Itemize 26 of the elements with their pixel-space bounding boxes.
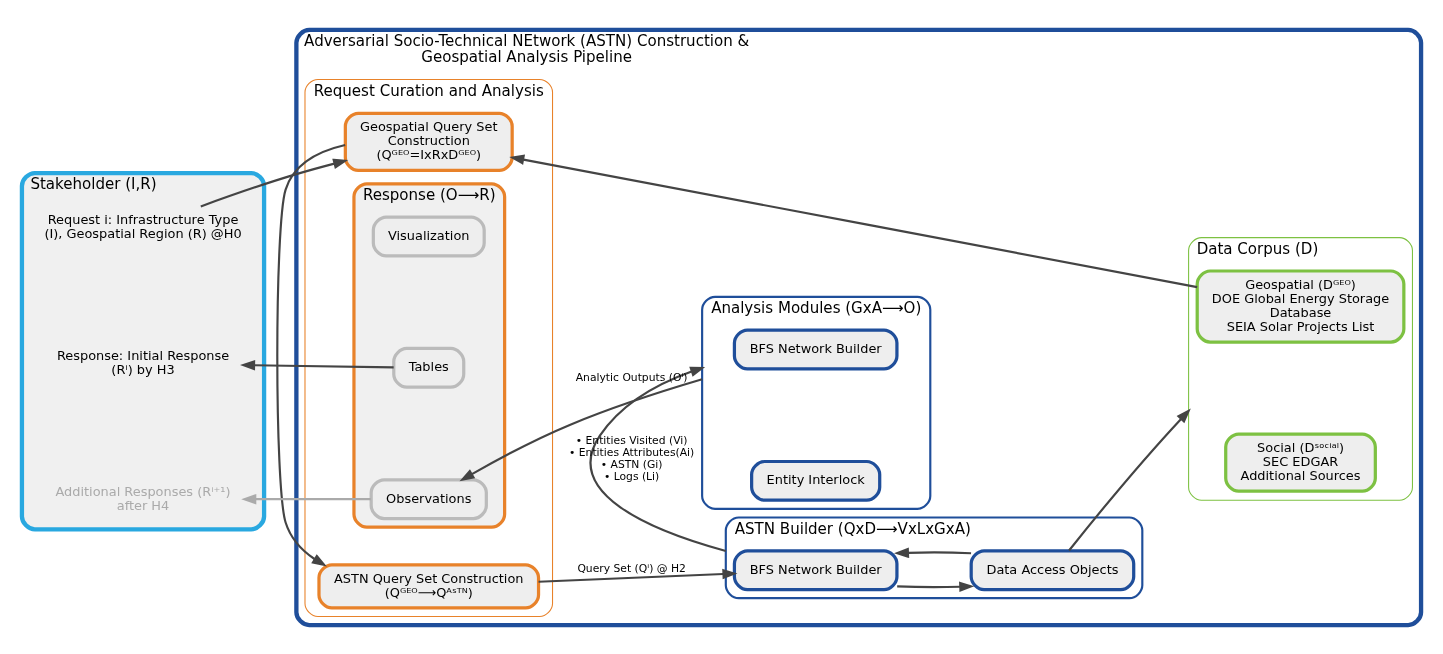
arrow — [200, 158, 349, 207]
node-box: BFS Network Builder — [732, 548, 899, 591]
node-box: Tables — [392, 346, 466, 389]
arrow — [1068, 408, 1191, 551]
node-box: ASTN Query Set Construction (Qᴳᴱᴼ⟶Qᴬˢᵀᴺ) — [317, 562, 541, 609]
node-text: Additional Responses (Rⁱ⁺¹) after H4 — [55, 483, 231, 512]
arrow — [241, 493, 371, 504]
node-box: BFS Network Builder — [732, 328, 899, 371]
arrow — [276, 143, 346, 566]
arrow — [509, 154, 1198, 288]
node-text: Request i: Infrastructure Type (I), Geospatial Region (R) @H0 — [44, 211, 242, 241]
node-box: Social (Dˢᵒᶜⁱᵃˡ) SEC EDGAR Additional Sources — [1224, 431, 1377, 493]
node-box: Data Access Objects — [969, 548, 1136, 591]
arrow — [459, 377, 703, 481]
node-box: Observations — [369, 477, 488, 520]
node-box: Geospatial (Dᴳᴱᴼ) DOE Global Energy Storage Database SEIA Solar Projects List — [1195, 268, 1406, 344]
node-box: Geospatial Query Set Construction (Qᴳᴱᴼ=IxRxDᴳᴱᴼ) — [343, 111, 514, 172]
arrow — [240, 359, 394, 371]
node-box: Visualization — [371, 215, 486, 258]
arrow — [893, 547, 972, 558]
node-box: Entity Interlock — [750, 459, 882, 502]
arrow — [538, 568, 738, 583]
edge-label: Query Set (Qⁱ) @ H2 — [577, 561, 686, 575]
node-text: Response: Initial Response (Rⁱ) by H3 — [56, 347, 230, 377]
arrow — [897, 581, 975, 592]
arrow — [589, 366, 727, 552]
